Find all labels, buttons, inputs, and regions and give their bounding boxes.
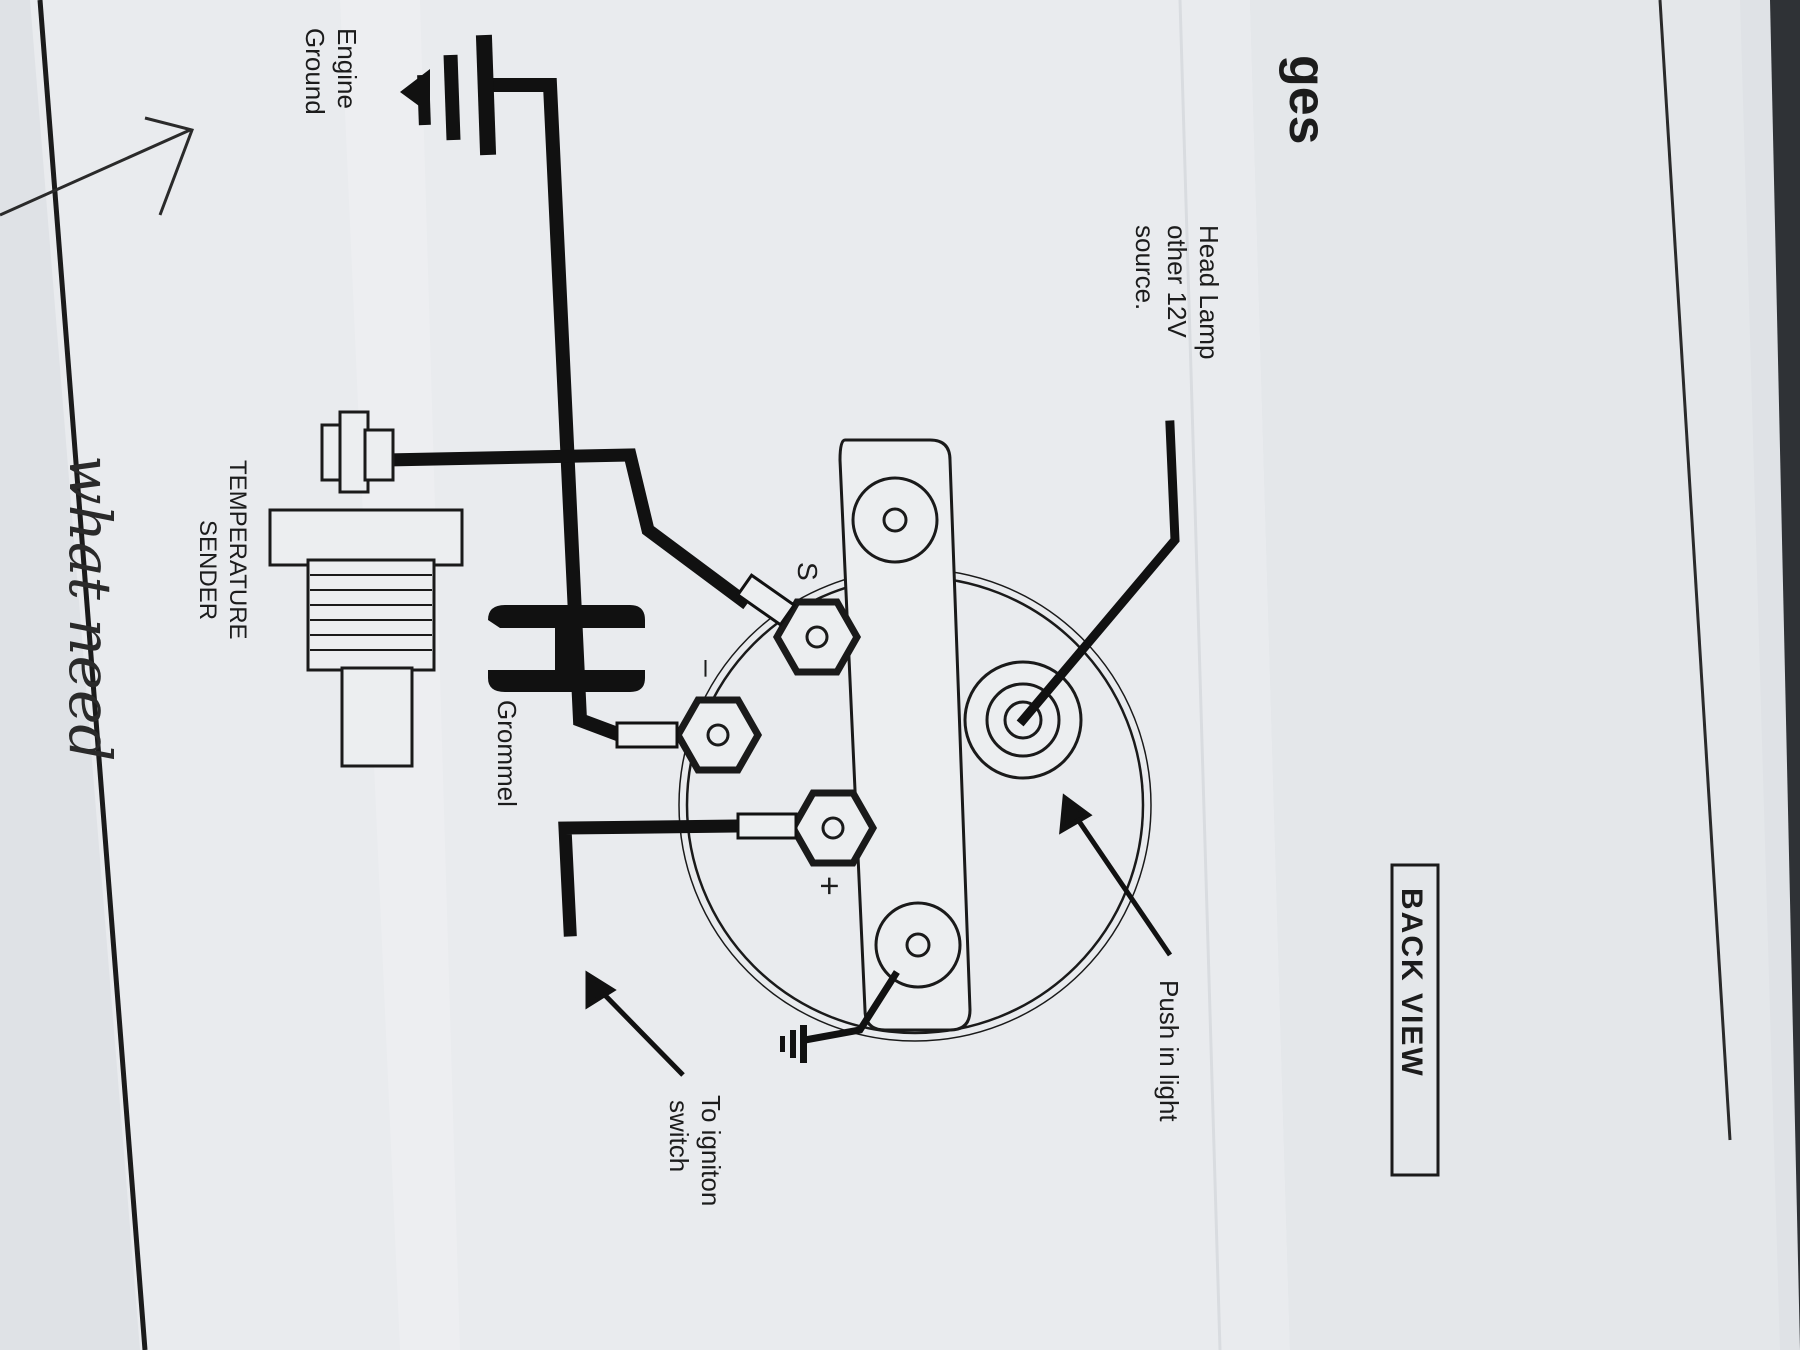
- grommet: [488, 605, 645, 692]
- head-lamp-line-2: other 12V: [1162, 225, 1192, 338]
- sender-wire: [378, 448, 752, 610]
- terminal-positive: [788, 789, 878, 867]
- ground-wire: [478, 78, 630, 745]
- engine-ground-symbol: [400, 34, 497, 156]
- grommet-label: Grommel: [492, 700, 522, 807]
- handwriting-note: what need: [56, 455, 124, 761]
- terminal-negative: [673, 696, 763, 774]
- terminal-label-s: S: [792, 562, 823, 581]
- terminal-label-positive: +: [810, 876, 848, 896]
- bracket-stud-top: [851, 476, 939, 564]
- terminal-label-negative: –: [691, 660, 724, 677]
- page-heading-fragment: ges: [1278, 55, 1336, 145]
- positive-ring-terminal: [736, 812, 798, 840]
- bracket-stud-bottom: [874, 901, 962, 989]
- pointer-arrows: [585, 793, 1173, 1077]
- bracket-ground-symbol: [780, 1025, 807, 1063]
- temp-sender-line-2: SENDER: [194, 520, 221, 620]
- bracket-ground-lead: [800, 970, 900, 1045]
- ignition-label: To igniton switch: [664, 1095, 726, 1206]
- wiring: [378, 78, 1180, 1045]
- temperature-sender-label: TEMPERATURE SENDER: [194, 460, 251, 640]
- head-lamp-wire: [1016, 420, 1180, 727]
- temp-sender-line-1: TEMPERATURE: [224, 460, 251, 640]
- ignition-line-2: switch: [664, 1100, 694, 1172]
- head-lamp-line-3: source.: [1130, 225, 1160, 310]
- push-in-light-label: Push in light: [1154, 980, 1184, 1122]
- sender-ring-terminal: [735, 573, 797, 627]
- engine-ground-line-1: Engine: [332, 28, 362, 109]
- head-lamp-line-1: Head Lamp: [1194, 225, 1224, 359]
- ignition-line-1: To igniton: [696, 1095, 726, 1206]
- ignition-wire: [558, 819, 747, 937]
- back-view-label: BACK VIEW: [1395, 888, 1428, 1078]
- handwritten-margin: what need: [0, 0, 1732, 1350]
- terminal-sender: [772, 598, 862, 676]
- negative-ring-terminal: [615, 721, 679, 749]
- head-lamp-label: Head Lamp other 12V source.: [1130, 225, 1224, 359]
- engine-ground-line-2: Ground: [300, 28, 330, 115]
- temperature-sender: [268, 410, 464, 768]
- engine-ground-label: Engine Ground: [300, 28, 362, 115]
- back-view-box: BACK VIEW: [1390, 863, 1440, 1177]
